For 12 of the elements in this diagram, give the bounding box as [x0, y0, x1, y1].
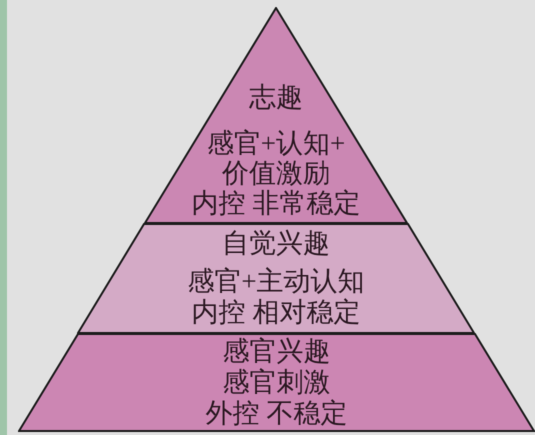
pyramid-tier — [77, 223, 475, 334]
pyramid-tier — [18, 333, 535, 432]
tier-text: 感官刺激 — [222, 367, 332, 397]
tier-title: 志趣 — [248, 82, 304, 112]
tier-text: 内控 相对稳定 — [190, 297, 362, 327]
tier-text: 感官+认知+价值激励 — [206, 128, 346, 188]
pyramid-tier — [144, 7, 408, 224]
tier-title: 自觉兴趣 — [221, 228, 331, 258]
tier-text: 内控 非常稳定 — [190, 188, 362, 218]
tier-text: 感官+主动认知 — [186, 266, 366, 296]
tier-text: 外控 不稳定 — [204, 398, 348, 428]
tier-title: 感官兴趣 — [222, 336, 332, 366]
